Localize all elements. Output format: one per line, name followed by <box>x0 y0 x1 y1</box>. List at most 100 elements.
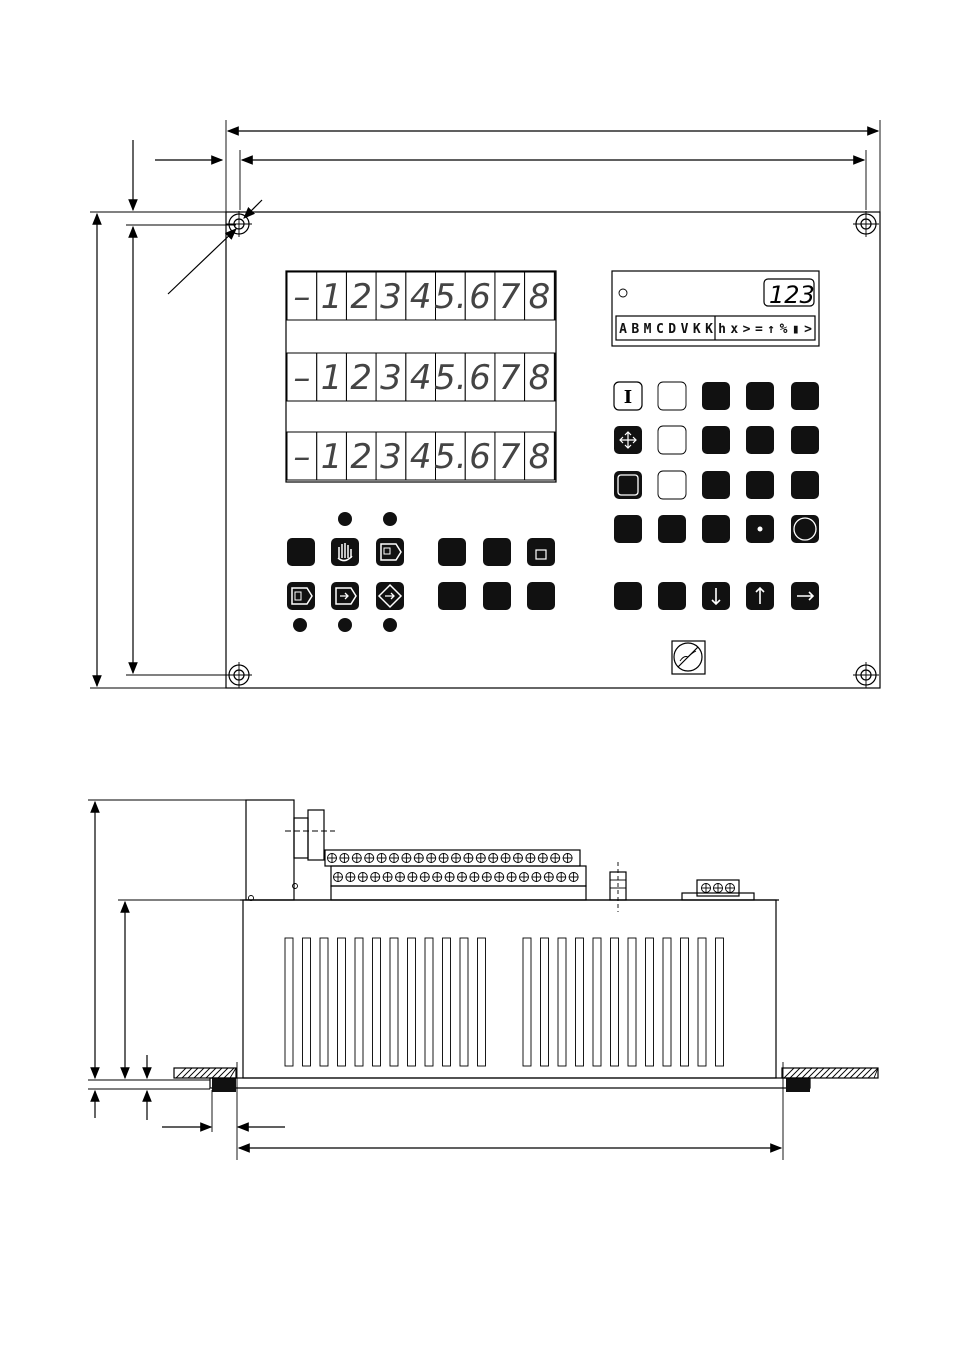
blank-key[interactable] <box>527 582 555 610</box>
terminal-screw <box>376 853 387 863</box>
numeric-key[interactable] <box>746 471 774 499</box>
numeric-key[interactable] <box>746 426 774 454</box>
terminal-screw <box>327 853 337 863</box>
vent-slot <box>477 937 486 1067</box>
terminal-screw <box>333 872 343 882</box>
digit: 5. <box>434 358 466 398</box>
terminal-screw <box>475 853 486 863</box>
light-key[interactable] <box>657 381 687 411</box>
numeric-key[interactable] <box>791 471 819 499</box>
center-key[interactable] <box>614 426 642 454</box>
program-run-key[interactable] <box>376 538 404 566</box>
terminal-screw <box>370 872 381 882</box>
connector-plug <box>307 809 325 861</box>
terminal-screw <box>531 872 542 882</box>
step-arrow-icon <box>335 587 357 605</box>
arrow-down-key[interactable] <box>702 582 730 610</box>
status-char: D <box>668 322 676 337</box>
dot-icon <box>757 526 763 532</box>
blank-key[interactable] <box>614 582 642 610</box>
status-char: M <box>644 322 652 337</box>
digit: 5. <box>434 437 466 477</box>
mounting-wall-right <box>781 1067 879 1079</box>
terminal-screw <box>407 872 418 882</box>
status-char: B <box>631 322 639 337</box>
step-key[interactable] <box>331 582 359 610</box>
crosshair-icon <box>619 431 637 449</box>
status-char: A <box>619 322 627 337</box>
blank-key[interactable] <box>438 538 466 566</box>
terminal-screw <box>568 872 579 882</box>
numeric-key[interactable] <box>746 382 774 410</box>
indicator-led <box>293 618 307 632</box>
digit: 7 <box>499 358 521 398</box>
terminal-screw <box>426 853 437 863</box>
indicator-led <box>383 618 397 632</box>
terminal-screw <box>543 872 554 882</box>
mounting-hole <box>226 211 252 237</box>
status-char: K <box>693 322 701 337</box>
terminal-screw <box>438 853 449 863</box>
blank-key[interactable] <box>438 582 466 610</box>
side-dimension-lines <box>88 799 783 1153</box>
mounting-hole <box>853 211 879 237</box>
connector-housing <box>245 799 295 901</box>
front-panel <box>225 211 881 689</box>
terminal-screw <box>556 872 567 882</box>
program-arrow-icon <box>380 543 402 561</box>
teach-key[interactable] <box>376 582 404 610</box>
numeric-key[interactable] <box>702 426 730 454</box>
blank-key[interactable] <box>287 538 315 566</box>
info-label: I <box>624 387 632 408</box>
terminal-screw <box>537 853 548 863</box>
numeric-key[interactable] <box>658 515 686 543</box>
digit: 2 <box>350 277 372 317</box>
vent-slot <box>389 937 399 1067</box>
numeric-key[interactable] <box>614 515 642 543</box>
arrow-right-icon <box>797 591 815 601</box>
square-key[interactable] <box>527 538 555 566</box>
terminal-screw <box>513 853 523 863</box>
function-keys-left <box>287 512 555 632</box>
terminal-screw <box>506 872 517 882</box>
frame-key[interactable] <box>614 471 642 499</box>
vent-slot <box>459 937 469 1067</box>
terminal-screw <box>519 872 529 882</box>
status-char: C <box>656 322 664 337</box>
terminal-screw <box>382 872 393 882</box>
blank-key[interactable] <box>483 582 511 610</box>
vent-slot <box>319 937 329 1067</box>
vent-slot <box>522 937 532 1067</box>
blank-key[interactable] <box>658 582 686 610</box>
terminal-screw <box>389 853 399 863</box>
digit: 6 <box>469 437 491 477</box>
numeric-key[interactable] <box>702 471 730 499</box>
light-key[interactable] <box>657 470 687 500</box>
diamond-arrow-icon <box>377 583 403 609</box>
light-key[interactable] <box>657 425 687 455</box>
vent-slot <box>540 937 549 1067</box>
terminal-screw <box>550 853 561 863</box>
info-key[interactable]: I <box>613 381 643 411</box>
terminal-screw <box>351 853 362 863</box>
decimal-key[interactable] <box>746 515 774 543</box>
file-in-key[interactable] <box>287 582 315 610</box>
digit: 5. <box>434 277 466 317</box>
digit: 2 <box>350 358 372 398</box>
mounting-holes <box>226 211 879 688</box>
digit: 4 <box>410 437 432 477</box>
vent-slot <box>697 937 707 1067</box>
manual-mode-key[interactable] <box>331 538 359 566</box>
numeric-key[interactable] <box>791 382 819 410</box>
arrow-right-key[interactable] <box>791 582 819 610</box>
arrow-up-key[interactable] <box>746 582 774 610</box>
numeric-key[interactable] <box>702 515 730 543</box>
status-char: ▮ <box>792 322 800 337</box>
vent-slot <box>557 937 567 1067</box>
enter-key[interactable] <box>791 515 819 543</box>
numeric-key[interactable] <box>791 426 819 454</box>
numeric-key[interactable] <box>702 382 730 410</box>
blank-key[interactable] <box>483 538 511 566</box>
